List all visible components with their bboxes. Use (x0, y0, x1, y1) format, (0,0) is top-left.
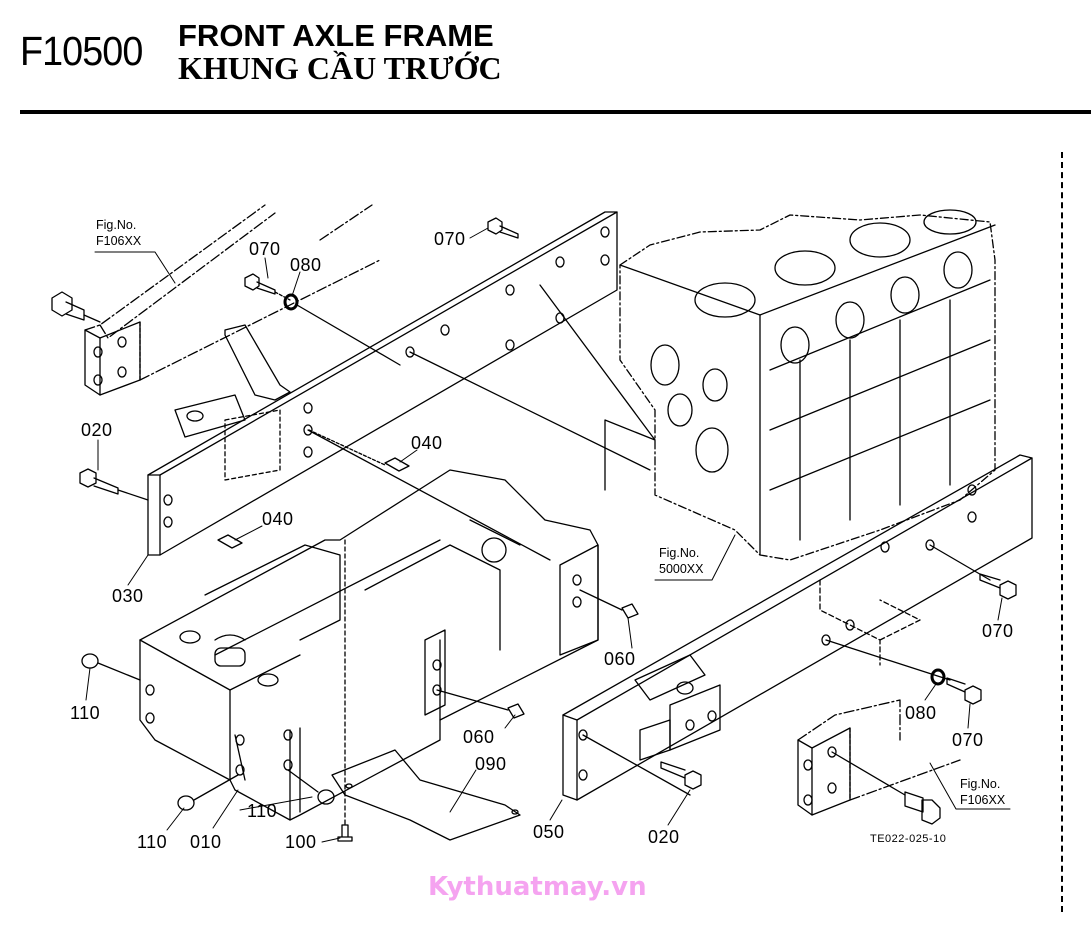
page-edge-dashed-line (1061, 152, 1063, 912)
callout-110-left: 110 (70, 703, 101, 723)
pin-060-lower (436, 689, 525, 719)
callout-060-lower: 060 (463, 727, 495, 747)
callout-110-bottom-left: 110 (137, 832, 168, 852)
plug-110-bottom (287, 769, 335, 805)
figure-ref-left: Fig.No. F106XX (96, 218, 141, 249)
callout-110-bottom: 110 (247, 801, 278, 821)
skid-plate-090 (331, 749, 521, 841)
washer-080-left (283, 293, 401, 366)
nut-bolt-left (51, 291, 101, 323)
figure-ref-right: Fig.No. F106XX (960, 777, 1005, 808)
callout-100: 100 (285, 832, 317, 852)
callout-020-left: 020 (81, 420, 113, 440)
bracket (174, 324, 291, 481)
figure-ref-leaders (94, 251, 1011, 810)
section-code: F10500 (20, 28, 143, 74)
callout-070-top: 070 (434, 229, 466, 249)
bolt-100 (337, 539, 353, 842)
figure-ref-label: Fig.No. (960, 777, 1001, 791)
pin-040-upper (308, 429, 410, 472)
bolt-070-right-lower (946, 677, 982, 705)
callout-010: 010 (190, 832, 222, 852)
bolt-070-right-upper (979, 573, 1017, 600)
callout-070-right-upper: 070 (982, 621, 1014, 641)
figure-ref-number: F106XX (96, 233, 142, 248)
plug-110-bottom-left (177, 774, 239, 811)
figure-ref-label: Fig.No. (96, 218, 137, 232)
figure-ref-label: Fig.No. (659, 546, 700, 560)
title-english: FRONT AXLE FRAME (178, 18, 494, 53)
figure-ref-number: 5000XX (659, 561, 704, 576)
watermark: Kythuatmay.vn (428, 872, 647, 902)
drawing-code: TE022-025-10 (870, 833, 947, 845)
header-rule (20, 110, 1091, 114)
bolt-070-top (487, 217, 519, 239)
engine-block (539, 209, 996, 561)
front-plate-030 (147, 211, 651, 561)
callout-060-upper: 060 (604, 649, 636, 669)
figure-ref-number: F106XX (960, 792, 1006, 807)
axle-frame-010 (139, 469, 599, 821)
mating-frame-left (84, 204, 381, 396)
leader-lines (85, 227, 1003, 843)
plug-110-left (81, 653, 141, 681)
callout-070-right-lower: 070 (952, 730, 984, 750)
bolt-070-left (244, 273, 291, 301)
side-rail-050 (562, 454, 1033, 801)
bolt-020-left (79, 468, 149, 501)
callout-070-left: 070 (249, 239, 281, 259)
washer-080-right (930, 668, 946, 686)
title-vietnamese: KHUNG CẦU TRƯỚC (178, 50, 502, 86)
callout-040-upper: 040 (411, 433, 443, 453)
callout-030: 030 (112, 586, 144, 606)
callout-090: 090 (475, 754, 507, 774)
mating-frame-right (797, 699, 961, 825)
callout-080-right: 080 (905, 703, 937, 723)
figure-ref-engine: Fig.No. 5000XX (659, 546, 703, 577)
callout-040-lower: 040 (262, 509, 294, 529)
callout-050: 050 (533, 822, 565, 842)
pin-040-lower (217, 534, 243, 549)
callout-020-right: 020 (648, 827, 680, 847)
pin-060-upper (579, 589, 639, 619)
callout-080-left: 080 (290, 255, 322, 275)
bolt-020-right (660, 761, 702, 790)
